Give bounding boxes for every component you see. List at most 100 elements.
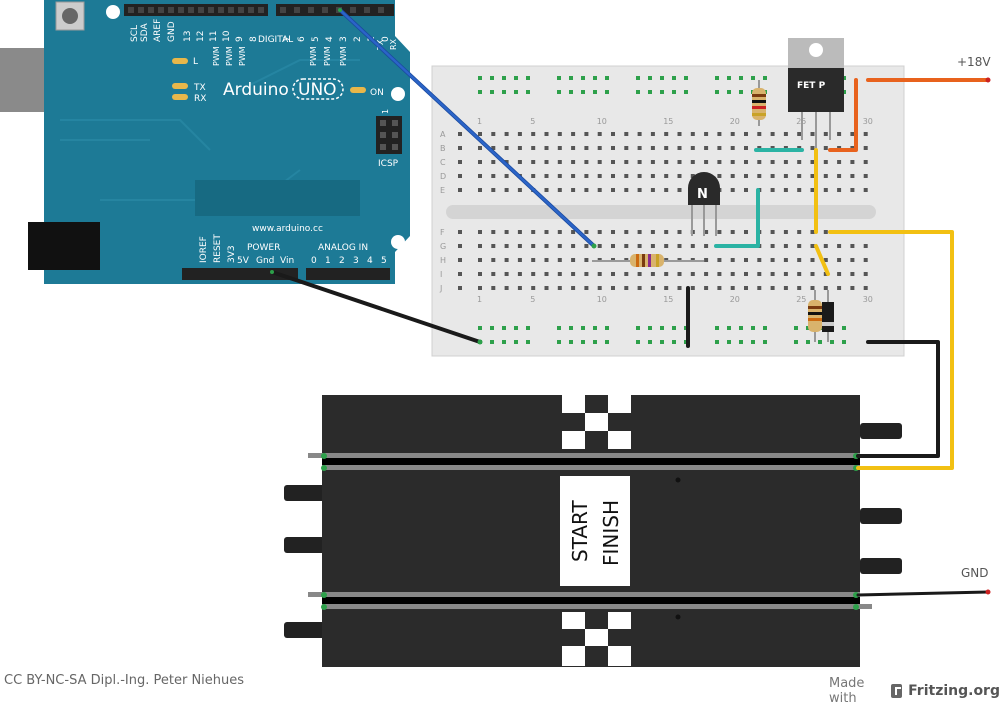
track-tab	[284, 622, 326, 638]
track-tab	[284, 537, 326, 553]
rail	[308, 592, 860, 597]
power-pin-label: RESET	[213, 234, 223, 263]
column-number: 1	[477, 295, 482, 304]
checkered-flag-bottom	[562, 612, 631, 666]
analog-pin-label: 1	[325, 256, 331, 266]
wire-blue	[338, 8, 596, 248]
row-letter: F	[440, 228, 445, 237]
breadboard-channel	[446, 205, 876, 219]
wire-gnd	[856, 590, 990, 597]
analog-pin-label: 0	[311, 256, 317, 266]
wire-yellow-track	[828, 230, 954, 470]
header-analog	[306, 268, 390, 280]
finish-label: FINISH	[599, 500, 623, 566]
row-letter: J	[439, 284, 442, 293]
transistor-label: N	[697, 187, 708, 202]
arduino-board: L TX RX ON Arduino UNO www.arduino.cc DI…	[0, 0, 410, 284]
analog-label: ANALOG IN	[318, 243, 368, 253]
row-letter: H	[440, 256, 446, 265]
slot-car-track: START FINISH	[284, 395, 902, 667]
microcontroller-chip	[195, 180, 360, 216]
header-power	[182, 268, 298, 280]
mounting-hole	[391, 87, 405, 101]
track-tab	[860, 558, 902, 574]
header-top-right	[276, 4, 394, 16]
led-on-label: ON	[370, 88, 384, 98]
row-letter: E	[440, 186, 445, 195]
pwm-label: PWM	[323, 46, 332, 66]
top-pin-label: SCL	[130, 25, 140, 42]
top-pin-label: 13	[183, 31, 193, 42]
fet-transistor: FET P	[788, 38, 844, 148]
led-tx	[172, 83, 188, 89]
pwm-label: PWM	[225, 46, 234, 66]
top-pin-label: 6	[297, 36, 307, 42]
led-l	[172, 58, 188, 64]
start-finish-sign	[560, 476, 630, 586]
led-l-label: L	[193, 57, 198, 67]
column-number: 30	[863, 117, 873, 126]
top-pin-label: 2	[353, 36, 363, 42]
column-number: 10	[597, 295, 607, 304]
column-number: 10	[597, 117, 607, 126]
power-pin-label: IOREF	[199, 236, 209, 263]
column-number: 5	[530, 117, 535, 126]
top-pin-label: GND	[167, 21, 177, 42]
mounting-hole	[391, 235, 405, 249]
top-pin-rx-label: RX	[389, 38, 398, 50]
top-pin-label: AREF	[153, 19, 163, 42]
row-letter: D	[440, 172, 446, 181]
top-pin-label: 0	[381, 36, 391, 42]
power-pin-label: Vin	[280, 256, 294, 266]
wires	[270, 8, 990, 597]
fet-label: FET P	[797, 81, 826, 91]
top-pin-label: 11	[209, 31, 219, 42]
icsp-label: ICSP	[378, 159, 399, 169]
column-number: 25	[796, 295, 806, 304]
column-number: 5	[530, 295, 535, 304]
column-number: 15	[663, 295, 673, 304]
row-letter: B	[440, 144, 446, 153]
row-letter: A	[440, 130, 446, 139]
pwm-label: PWM	[339, 46, 348, 66]
checkered-flag-top	[562, 395, 631, 449]
track-tab	[860, 423, 902, 439]
top-pin-label: 12	[196, 31, 206, 42]
led-rx-label: RX	[194, 94, 206, 104]
power-jack	[28, 222, 100, 270]
top-pin-label: 4	[325, 36, 335, 42]
resistor-top	[752, 80, 766, 126]
column-number: 1	[477, 117, 482, 126]
arduino-model: UNO	[298, 80, 337, 100]
diode	[808, 290, 834, 342]
pwm-label: PWM	[212, 46, 221, 66]
credit-text: CC BY-NC-SA Dipl.-Ing. Peter Niehues	[4, 673, 245, 688]
led-tx-label: TX	[193, 83, 206, 93]
analog-pin-label: 2	[339, 256, 345, 266]
power-label: POWER	[247, 243, 280, 253]
led-rx	[172, 94, 188, 100]
made-with-label: Made with	[829, 676, 865, 706]
pwm-label: PWM	[238, 46, 247, 66]
track-tab	[860, 508, 902, 524]
rail	[322, 465, 860, 470]
power-pin-label: Gnd	[256, 256, 274, 266]
fritzing-label: Fritzing.org	[908, 683, 1000, 699]
analog-pin-label: 3	[353, 256, 359, 266]
top-pin-label: 5	[311, 36, 321, 42]
resistor-middle	[592, 254, 704, 267]
top-pin-label: 9	[235, 36, 245, 42]
top-pin-label: 10	[222, 30, 232, 42]
column-number: 20	[730, 295, 740, 304]
wire-yellow	[814, 244, 830, 276]
wire-orange	[828, 78, 858, 152]
digital-label: DIGITAL	[258, 35, 293, 45]
column-number: 15	[663, 117, 673, 126]
icsp-header	[376, 116, 402, 154]
power-pin-label: 3V3	[227, 245, 237, 263]
top-pin-label: 8	[249, 36, 259, 42]
row-letter: I	[440, 270, 442, 279]
made-with-fritzing: Made with Fritzing.org	[829, 676, 1000, 706]
